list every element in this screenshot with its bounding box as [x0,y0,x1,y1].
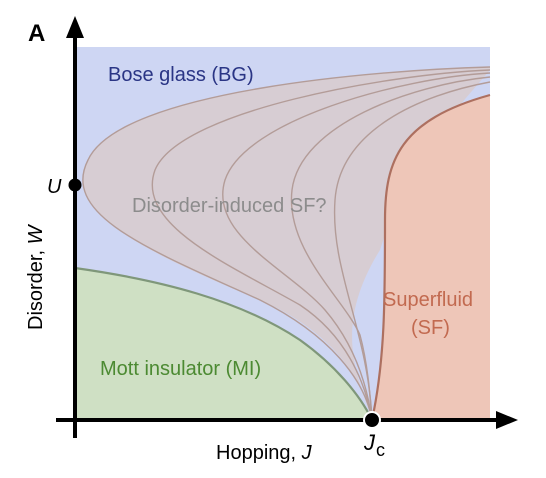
jc-marker-main: J [363,430,376,455]
superfluid-region [372,95,490,420]
jc-marker-label: Jc [363,430,385,460]
boundary-curve-1 [82,66,491,421]
jc-marker-subscript: c [376,440,385,460]
boundary-curve-4 [290,76,491,421]
mott-insulator-boundary [74,266,373,421]
boundary-curve-2 [151,69,491,421]
boundary-curve-5 [333,81,491,421]
bose-glass-label: Bose glass (BG) [108,64,254,86]
x-axis-arrowhead [496,411,518,429]
superfluid-label-line2: (SF) [411,317,450,339]
y-axis-label-text: Disorder, [25,244,47,330]
x-axis-label-symbol: J [301,442,313,464]
y-axis-label-symbol: W [25,223,47,244]
mott-insulator-region [75,268,372,420]
mott-insulator-label: Mott insulator (MI) [100,358,261,380]
disorder-induced-sf-label: Disorder-induced SF? [132,195,327,217]
y-axis-label: Disorder, W [25,223,47,330]
panel-label: A [28,20,45,47]
superfluid-label-line1: Superfluid [383,289,473,311]
superfluid-boundary [370,93,491,421]
u-marker-dot [68,178,82,192]
disorder-boundary-curves [82,66,491,421]
u-marker-label: U [47,176,62,198]
jc-marker-dot [363,411,381,429]
disorder-induced-sf-region [82,67,490,420]
y-axis-arrowhead [66,16,84,38]
boundary-curve-3 [222,72,491,421]
x-axis-label: Hopping, J [216,442,313,464]
x-axis-label-text: Hopping, [216,442,302,464]
axes [56,30,505,438]
